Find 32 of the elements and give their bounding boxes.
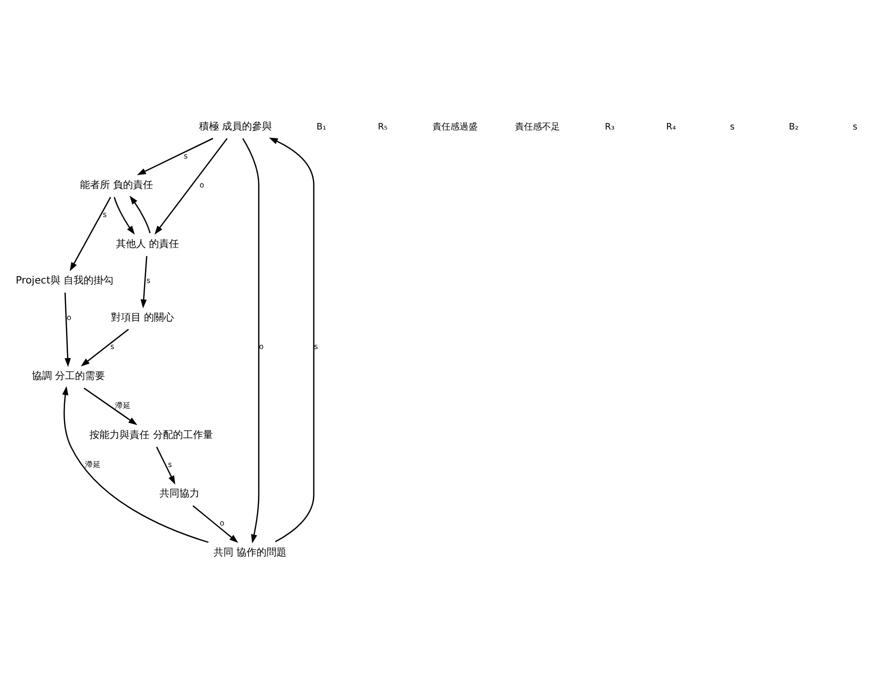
node-text: Project與 自我的掛勾: [16, 275, 114, 286]
arrow: [137, 137, 214, 175]
arrow: [62, 386, 209, 542]
label: s: [852, 122, 858, 132]
arrow: [64, 292, 71, 366]
label: R₄: [666, 122, 676, 132]
node-text: 按能力與責任 分配的工作量: [90, 429, 213, 440]
arrow: [70, 196, 112, 271]
node-text: 其他人 的責任: [116, 238, 180, 250]
arrow: [242, 138, 260, 543]
label: 責任感過盛: [432, 122, 478, 132]
arrow: [154, 138, 228, 234]
node-text: 協調 分工的需要: [32, 370, 106, 382]
label: R₅: [378, 122, 388, 132]
arrow: [140, 256, 148, 308]
label: 責任感不足: [515, 122, 560, 132]
arrow: [80, 328, 129, 366]
arrow: [84, 387, 138, 425]
node-text: 對項目 的關心: [110, 312, 174, 323]
arrow: [130, 195, 151, 233]
node-text: 積極 成員的參與: [198, 120, 272, 132]
node-text: 共同協力: [160, 488, 200, 500]
label: B₂: [788, 122, 799, 132]
arrow: [268, 137, 314, 542]
arrow: [114, 196, 135, 234]
label: B₁: [316, 122, 326, 132]
arrow: [192, 504, 238, 542]
node-text: 共同 協作的問題: [213, 546, 287, 558]
label: R₃: [604, 122, 615, 132]
label: s: [730, 122, 735, 132]
node-text: 能者所 負的責任: [80, 180, 154, 191]
arrow: [156, 446, 176, 484]
